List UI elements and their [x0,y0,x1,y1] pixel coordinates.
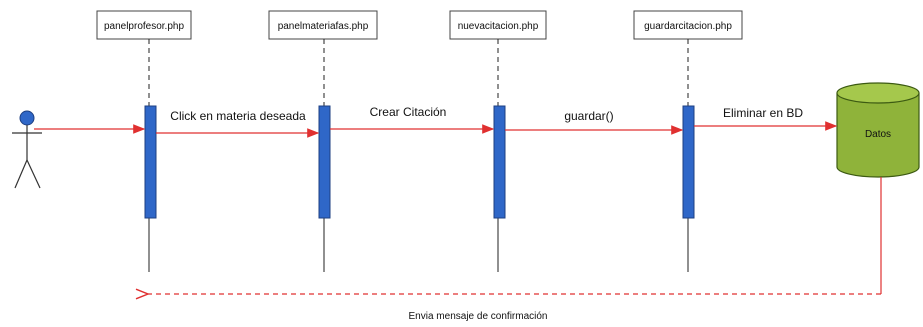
database-label: Datos [865,129,891,140]
actor-figure [12,110,42,189]
return-message-confirmacion: Envia mensaje de confirmación [148,177,882,322]
lifeline-nuevacitacion: nuevacitacion.php [449,10,547,272]
lifeline-box [96,10,192,40]
return-message-label: Envia mensaje de confirmación [409,311,548,322]
message-label: Click en materia deseada [170,109,306,123]
lifeline-box [268,10,378,40]
activation-bar [318,105,331,219]
lifeline-label: guardarcitacion.php [644,21,732,32]
lifeline-label: nuevacitacion.php [458,21,539,32]
lifeline-box [633,10,743,40]
activation-bar [493,105,506,219]
activation-bar [682,105,695,219]
message-eliminar-bd: Eliminar en BD [694,106,838,131]
lifeline-label: panelmateriafas.php [278,21,369,32]
lifeline-panelprofesor: panelprofesor.php [96,10,192,272]
message-click-materia: Click en materia deseada [34,109,320,138]
message-guardar: guardar() [505,109,684,135]
activation-bar [144,105,157,219]
database-datos: Datos [836,82,920,178]
lifeline-panelmateriafas: panelmateriafas.php [268,10,378,272]
lifeline-label: panelprofesor.php [104,21,185,32]
message-crear-citacion: Crear Citación [330,105,495,134]
message-label: Crear Citación [370,105,447,119]
message-label: Eliminar en BD [723,106,803,120]
lifeline-guardarcitacion: guardarcitacion.php [633,10,743,272]
message-label: guardar() [564,109,613,123]
